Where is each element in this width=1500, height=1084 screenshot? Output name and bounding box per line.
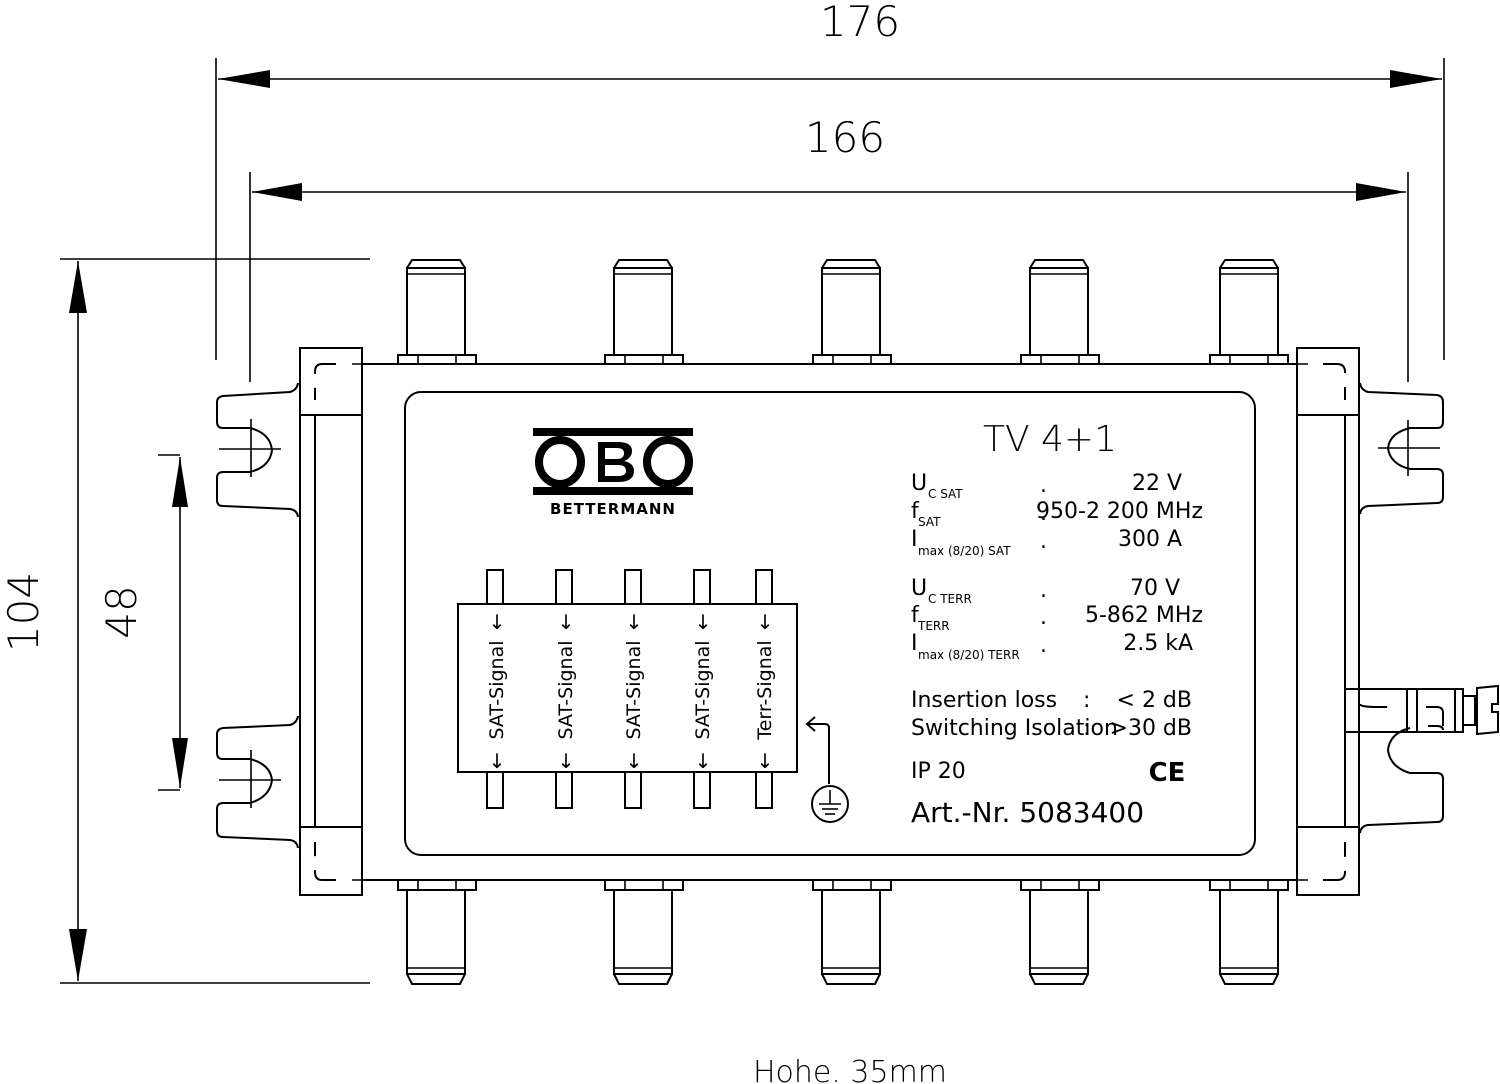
svg-text:950-2 200 MHz: 950-2 200 MHz: [1036, 499, 1203, 524]
svg-text:I: I: [911, 527, 918, 552]
svg-text:300 A: 300 A: [1118, 527, 1182, 552]
down-arrow-icon: ↓: [626, 749, 643, 773]
channel-label: SAT-Signal: [692, 640, 714, 739]
bottom-connector-5[interactable]: [1209, 879, 1289, 985]
svg-text:22 V: 22 V: [1132, 471, 1182, 496]
dimension-label-48: 48: [97, 585, 146, 638]
top-connector-5[interactable]: [1209, 259, 1289, 365]
bottom-connector-3[interactable]: [812, 879, 892, 985]
svg-text::: :: [1083, 716, 1090, 741]
spec-row-insertion-loss: Insertion loss : < 2 dB: [911, 688, 1192, 713]
ce-mark-icon: CE: [1149, 758, 1186, 788]
down-arrow-icon: ↓: [489, 610, 506, 634]
svg-text:f: f: [911, 499, 920, 524]
top-connectors: [397, 259, 1289, 365]
channel-label: SAT-Signal: [486, 640, 508, 739]
article-number: Art.-Nr. 5083400: [911, 796, 1144, 829]
svg-text:.: .: [1040, 529, 1047, 554]
svg-text:max (8/20) TERR: max (8/20) TERR: [918, 648, 1020, 662]
right-mounting-tabs: [1344, 382, 1499, 834]
down-arrow-icon: ↓: [695, 610, 712, 634]
housing: [299, 347, 1360, 896]
dimension-overall-width: 176: [215, 0, 1445, 360]
channel-5: ↓ Terr-Signal ↓: [754, 610, 776, 773]
product-title: TV 4+1: [983, 419, 1117, 460]
svg-text:f: f: [911, 603, 920, 628]
svg-text:.: .: [1040, 578, 1047, 603]
ground-icon: [805, 716, 849, 823]
svg-text:5-862 MHz: 5-862 MHz: [1085, 603, 1203, 628]
channel-3: ↓ SAT-Signal ↓: [623, 610, 645, 773]
svg-text:Insertion loss: Insertion loss: [911, 688, 1057, 713]
obo-logo: BETTERMANN: [533, 428, 693, 518]
bottom-connector-4[interactable]: [1020, 879, 1100, 985]
svg-text:.: .: [1040, 633, 1047, 658]
svg-text:max (8/20) SAT: max (8/20) SAT: [918, 544, 1011, 558]
svg-text:2.5 kA: 2.5 kA: [1123, 631, 1193, 656]
down-arrow-icon: ↓: [558, 749, 575, 773]
spec-row-uc-sat: U C SAT . 22 V: [911, 471, 1182, 501]
svg-text:U: U: [911, 471, 927, 496]
spec-row-f-sat: f SAT . 950-2 200 MHz: [911, 499, 1203, 529]
svg-text:< 2 dB: < 2 dB: [1117, 688, 1192, 713]
dimension-overall-height: 104: [0, 258, 370, 984]
down-arrow-icon: ↓: [695, 749, 712, 773]
svg-text:TERR: TERR: [917, 619, 950, 633]
logo-subtext: BETTERMANN: [550, 500, 676, 518]
bottom-connector-2[interactable]: [604, 879, 684, 985]
down-arrow-icon: ↓: [558, 610, 575, 634]
channel-label: SAT-Signal: [555, 640, 577, 739]
svg-text:C TERR: C TERR: [928, 592, 972, 606]
ip-rating: IP 20: [911, 759, 966, 784]
down-arrow-icon: ↓: [626, 610, 643, 634]
channel-label: Terr-Signal: [754, 640, 776, 740]
spec-row-imax-sat: I max (8/20) SAT . 300 A: [911, 527, 1182, 558]
dimension-body-width: 166: [249, 113, 1409, 382]
channel-1: ↓ SAT-Signal ↓: [486, 610, 508, 773]
channel-label: SAT-Signal: [623, 640, 645, 739]
dimension-label-176: 176: [820, 0, 900, 46]
channel-schematic: ↓ SAT-Signal ↓ ↓ SAT-Signal ↓ ↓ SAT-Sign…: [457, 569, 849, 823]
top-connector-2[interactable]: [604, 259, 684, 365]
svg-text:>30 dB: >30 dB: [1110, 716, 1192, 741]
down-arrow-icon: ↓: [489, 749, 506, 773]
channel-4: ↓ SAT-Signal ↓: [692, 610, 714, 773]
dimension-label-104: 104: [0, 572, 48, 652]
svg-text::: :: [1083, 688, 1090, 713]
svg-text:70 V: 70 V: [1130, 576, 1180, 601]
top-connector-4[interactable]: [1020, 259, 1100, 365]
left-mounting-tabs: [216, 382, 299, 849]
dimension-label-166: 166: [805, 113, 885, 162]
spec-label: TV 4+1 U C SAT . 22 V f SAT . 950-2 200 …: [911, 419, 1203, 829]
svg-text:C SAT: C SAT: [928, 487, 963, 501]
height-note: Hohe. 35mm: [753, 1055, 947, 1084]
top-connector-3[interactable]: [812, 259, 892, 365]
spec-row-imax-terr: I max (8/20) TERR . 2.5 kA: [911, 631, 1193, 662]
channel-2: ↓ SAT-Signal ↓: [555, 610, 577, 773]
down-arrow-icon: ↓: [757, 610, 774, 634]
svg-text:.: .: [1040, 605, 1047, 630]
spec-row-f-terr: f TERR . 5-862 MHz: [911, 603, 1203, 633]
svg-text:.: .: [1040, 501, 1047, 526]
spec-row-uc-terr: U C TERR . 70 V: [911, 576, 1180, 606]
svg-text:Switching Isolation: Switching Isolation: [911, 716, 1118, 741]
spec-row-switching-isolation: Switching Isolation : >30 dB: [911, 716, 1192, 741]
top-connector-1[interactable]: [397, 259, 477, 365]
svg-text:.: .: [1040, 473, 1047, 498]
down-arrow-icon: ↓: [757, 749, 774, 773]
dimension-mount-spacing: 48: [97, 454, 188, 791]
bottom-connectors: [397, 879, 1289, 985]
bottom-connector-1[interactable]: [397, 879, 477, 985]
svg-text:I: I: [911, 631, 918, 656]
svg-text:SAT: SAT: [918, 515, 941, 529]
svg-text:U: U: [911, 576, 927, 601]
